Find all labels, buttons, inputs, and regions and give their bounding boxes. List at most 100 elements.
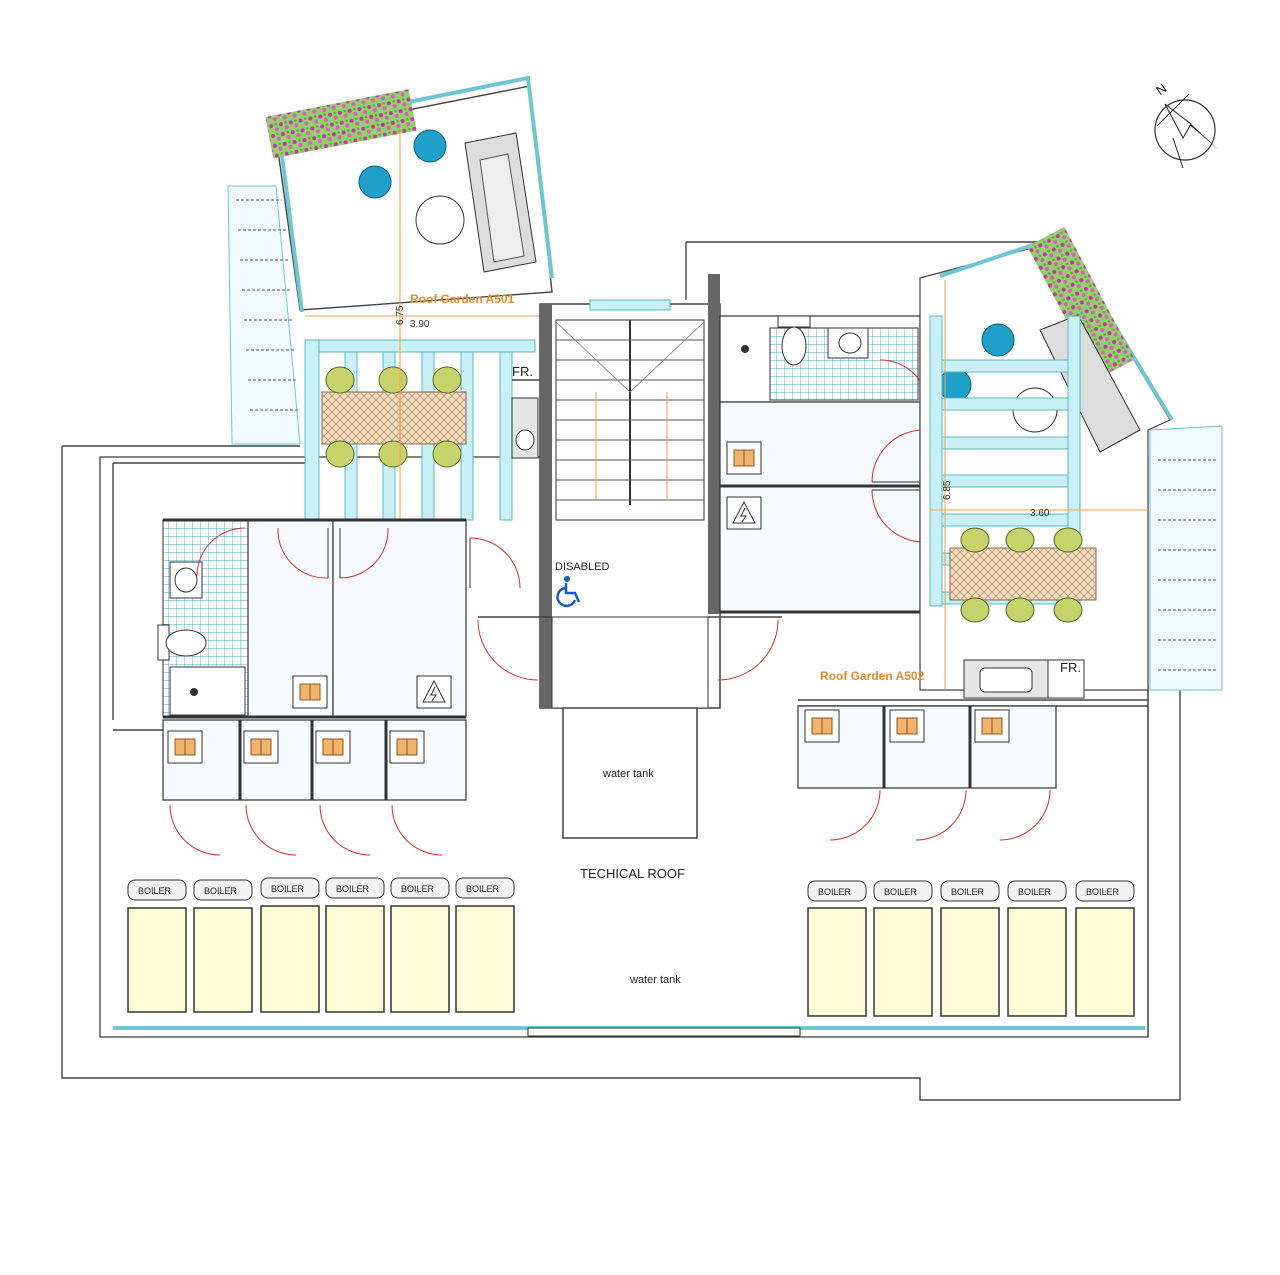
left-shower-drain <box>190 688 198 696</box>
north-arrow-icon: N <box>1153 80 1219 169</box>
left-room1-door-swing <box>277 527 329 579</box>
a502-terrace <box>919 239 1171 691</box>
a502-plant-1 <box>981 323 1015 357</box>
left-entry-door-swing <box>469 537 521 589</box>
water-tank-upper <box>562 707 698 839</box>
a501-garden-label: Roof Garden A501 <box>410 292 515 306</box>
boiler-unit: BOILER <box>455 877 515 899</box>
right-block-boundary <box>685 241 1149 1037</box>
disabled-label: DISABLED <box>555 561 609 573</box>
boiler-label: BOILER <box>818 887 852 897</box>
water-tank-upper-label: water tank <box>602 768 654 780</box>
boiler-unit: BOILER <box>325 877 385 899</box>
package-box-icon <box>243 730 279 764</box>
boiler-label: BOILER <box>401 884 435 894</box>
solar-panel <box>873 907 933 1017</box>
left-basin-bowl <box>174 567 198 593</box>
boiler-unit: BOILER <box>127 879 187 901</box>
a501-planter <box>265 89 417 159</box>
left-room2-door-swing <box>339 527 389 579</box>
package-box-icon <box>315 730 351 764</box>
stair-core-left-wall <box>540 304 552 708</box>
boiler-label: BOILER <box>271 884 305 894</box>
package-box-icon <box>292 675 328 709</box>
boiler-label: BOILER <box>336 884 370 894</box>
boiler-label: BOILER <box>951 887 985 897</box>
central-staircase <box>555 319 705 521</box>
electric-panel-icon <box>416 675 452 709</box>
a501-plant-2 <box>413 129 447 163</box>
boiler-label: BOILER <box>466 884 500 894</box>
a501-sink-counter <box>511 397 539 459</box>
solar-panel <box>455 905 515 1013</box>
a501-round-table <box>415 195 465 245</box>
boiler-label: BOILER <box>204 886 238 896</box>
boiler-label: BOILER <box>138 886 172 896</box>
solar-panel <box>1007 907 1067 1017</box>
boiler-label: BOILER <box>1086 887 1120 897</box>
a501-left-rail <box>278 139 304 313</box>
a502-dining-table <box>949 527 1097 623</box>
boiler-unit: BOILER <box>940 880 1000 902</box>
wheelchair-icon <box>556 576 581 608</box>
a502-planter <box>1027 226 1135 380</box>
solar-panel <box>260 905 320 1013</box>
boiler-unit: BOILER <box>260 877 320 899</box>
a501-width-dimension: 3.90 <box>410 319 430 330</box>
fridge-label-left: FR. <box>512 364 533 379</box>
boiler-unit: BOILER <box>1075 880 1135 902</box>
water-tank-lower-label: water tank <box>629 974 681 986</box>
solar-panel <box>940 907 1000 1017</box>
a502-garden-label: Roof Garden A502 <box>820 669 925 683</box>
package-box-icon <box>889 709 925 743</box>
right-toilet-bowl <box>781 326 807 366</box>
technical-roof-label: TECHICAL ROOF <box>580 866 685 881</box>
boiler-unit: BOILER <box>193 879 253 901</box>
a502-depth-dimension: 6.85 <box>942 480 953 500</box>
solar-panel <box>1075 907 1135 1017</box>
core-left-door-swing <box>477 619 539 681</box>
boiler-unit: BOILER <box>1007 880 1067 902</box>
a502-sink <box>979 667 1033 693</box>
solar-panel <box>807 907 867 1017</box>
north-label: N <box>1153 80 1169 98</box>
left-toilet-bowl <box>165 629 207 657</box>
a502-fridge <box>1047 659 1085 699</box>
stair-core-right-wall <box>708 274 720 614</box>
boiler-label: BOILER <box>884 887 918 897</box>
right-basin-bowl <box>838 332 862 354</box>
right-toilet-tank <box>777 315 811 328</box>
a501-sink <box>515 429 535 451</box>
boiler-unit: BOILER <box>390 877 450 899</box>
solar-panel <box>127 907 187 1013</box>
a501-depth-dimension: 6.75 <box>395 305 406 325</box>
stair-core-top-window <box>589 299 671 311</box>
solar-panel <box>193 907 253 1013</box>
left-bathroom-shower <box>169 666 246 716</box>
boiler-label: BOILER <box>1018 887 1052 897</box>
a501-plant-1 <box>358 165 392 199</box>
right-storage-row <box>797 705 1057 841</box>
a501-sofa-seat <box>479 153 525 263</box>
outer-boundary <box>61 445 1181 1101</box>
electric-panel-icon <box>726 496 762 530</box>
right-room2-door-swing <box>871 489 925 543</box>
package-box-icon <box>389 730 425 764</box>
boiler-unit: BOILER <box>873 880 933 902</box>
solar-panel <box>390 905 450 1013</box>
package-box-icon <box>726 441 762 475</box>
lift-landing <box>551 616 709 709</box>
package-box-icon <box>974 709 1010 743</box>
right-room1-door-swing <box>871 429 925 483</box>
a502-plant-2 <box>938 368 972 402</box>
right-shower-drain <box>741 345 749 353</box>
boiler-unit: BOILER <box>807 880 867 902</box>
fridge-label-right: FR. <box>1060 660 1081 675</box>
a501-dining-table <box>321 366 467 468</box>
package-box-icon <box>167 730 203 764</box>
left-external-stair <box>227 185 301 445</box>
right-external-stair <box>1149 425 1223 691</box>
core-right-door-swing <box>717 619 779 681</box>
solar-panel <box>325 905 385 1013</box>
